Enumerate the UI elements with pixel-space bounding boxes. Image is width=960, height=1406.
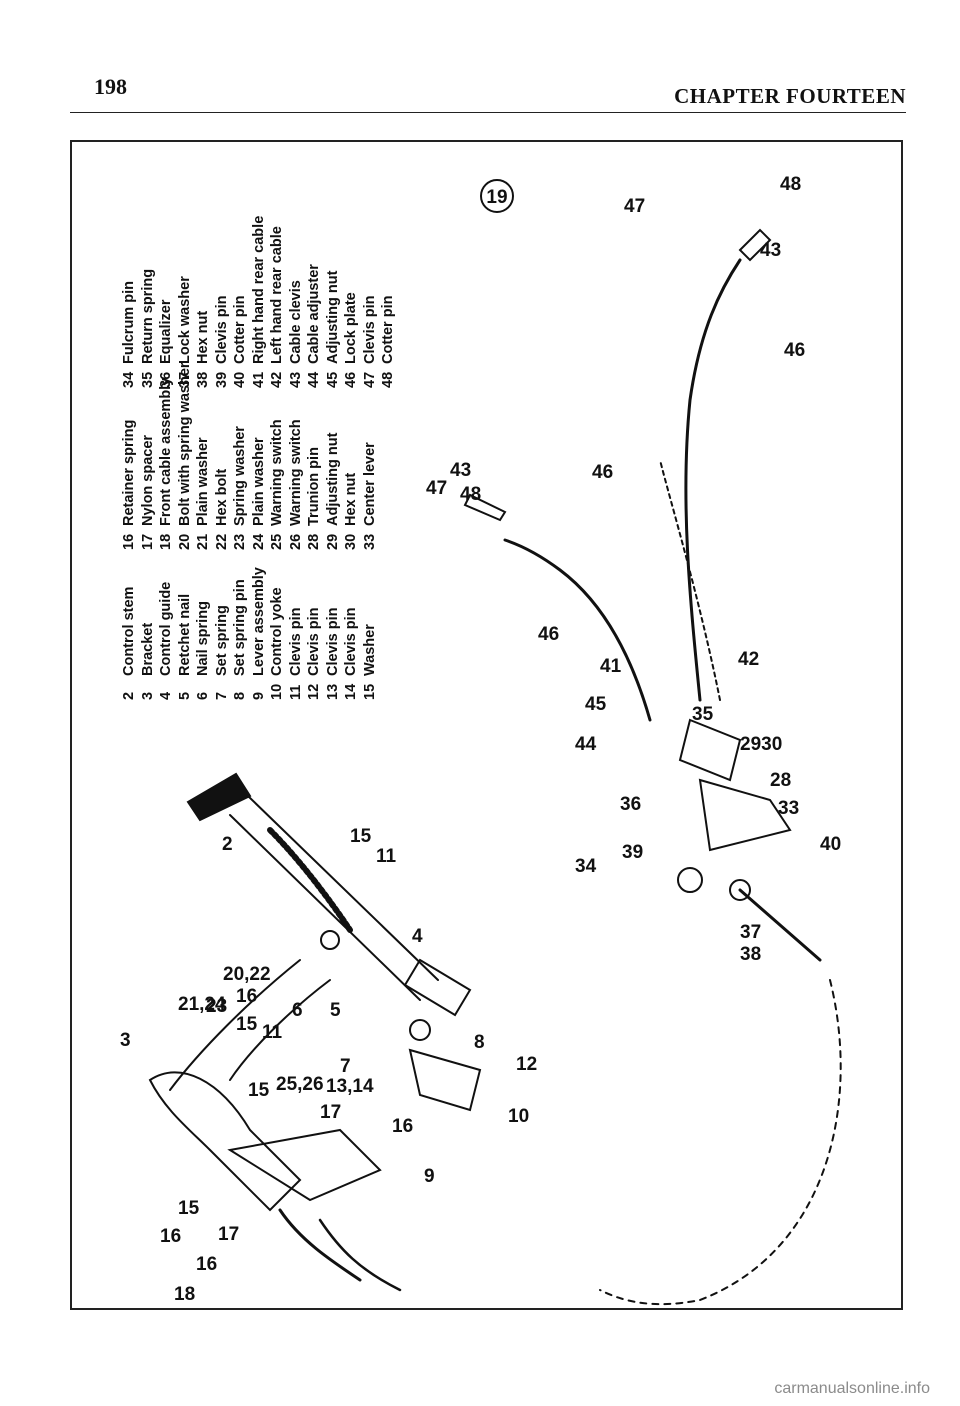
lever-bracket xyxy=(148,930,482,1282)
hand-lever xyxy=(186,772,472,1017)
callout-46: 46 xyxy=(538,624,559,645)
callout-10: 10 xyxy=(508,1106,529,1127)
callout-25-26: 25,26 xyxy=(276,1074,324,1095)
callout-35: 35 xyxy=(692,704,714,725)
callout-7: 7 xyxy=(340,1056,351,1077)
callout-11: 11 xyxy=(262,1022,283,1043)
figure-frame xyxy=(70,140,903,1310)
callout-45: 45 xyxy=(585,694,607,715)
callout-44: 44 xyxy=(575,734,597,755)
watermark: carmanualsonline.info xyxy=(774,1380,930,1397)
header-rule xyxy=(70,112,906,113)
callout-30: 2930 xyxy=(740,734,782,755)
callout-5: 5 xyxy=(330,1000,341,1021)
callout-16: 16 xyxy=(392,1116,413,1137)
callout-18: 18 xyxy=(174,1284,195,1305)
callout-42: 42 xyxy=(738,649,759,670)
callout-16: 16 xyxy=(196,1254,217,1275)
callout-34: 34 xyxy=(575,856,597,877)
callout-15: 15 xyxy=(236,1014,258,1035)
callout-47: 47 xyxy=(624,196,645,217)
callout-37: 37 xyxy=(740,922,761,943)
callout-39: 39 xyxy=(622,842,643,863)
callout-15: 15 xyxy=(178,1198,200,1219)
callout-13-14: 13,14 xyxy=(326,1076,374,1097)
page-number: 198 xyxy=(94,74,127,99)
callout-43: 43 xyxy=(760,240,781,261)
callout-16: 16 xyxy=(160,1226,181,1247)
callout-3: 3 xyxy=(120,1030,131,1051)
callout-28: 28 xyxy=(770,770,791,791)
callout-41: 41 xyxy=(600,656,622,677)
callout-15: 15 xyxy=(350,826,372,847)
callout-17: 17 xyxy=(320,1102,341,1123)
callout-21-24: 21,24 xyxy=(178,994,226,1015)
callout-11: 11 xyxy=(376,846,397,867)
callout-2: 2 xyxy=(222,834,233,855)
front-cable xyxy=(318,1218,402,1292)
callout-15: 15 xyxy=(248,1080,270,1101)
callout-8: 8 xyxy=(474,1032,485,1053)
callout-9: 9 xyxy=(424,1166,435,1187)
chapter-title: CHAPTER FOURTEEN xyxy=(674,84,906,108)
callout-20-22: 20,22 xyxy=(223,964,271,985)
callout-23: 23 xyxy=(206,996,227,1017)
callout-16: 16 xyxy=(236,986,257,1007)
figure-number: 19 xyxy=(486,187,507,208)
callout-12: 12 xyxy=(516,1054,537,1075)
callout-33: 33 xyxy=(778,798,799,819)
callout-46: 46 xyxy=(592,462,613,483)
callout-43: 43 xyxy=(450,460,471,481)
callout-40: 40 xyxy=(820,834,841,855)
callout-46: 46 xyxy=(784,340,805,361)
callout-48: 48 xyxy=(780,174,801,195)
callout-17: 17 xyxy=(218,1224,239,1245)
callout-36: 36 xyxy=(620,794,641,815)
callout-47: 47 xyxy=(426,478,447,499)
rear-cables xyxy=(463,228,842,1306)
callout-6: 6 xyxy=(292,1000,303,1021)
figure-number-badge xyxy=(480,179,514,213)
callout-38: 38 xyxy=(740,944,761,965)
center-equalizer xyxy=(677,718,822,962)
callout-4: 4 xyxy=(412,926,423,947)
callout-48: 48 xyxy=(460,484,481,505)
